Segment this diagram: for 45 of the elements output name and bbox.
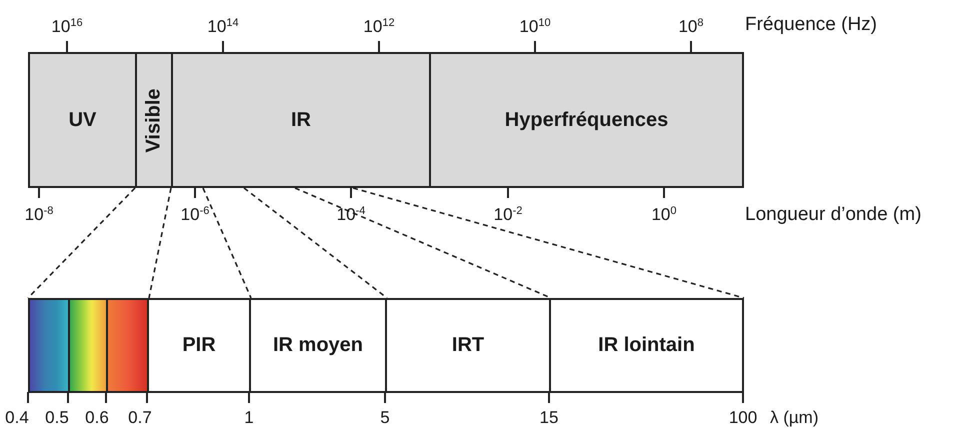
band-label: Hyperfréquences	[504, 108, 668, 132]
spectrum-band	[28, 52, 137, 188]
tick-label: 0.7	[128, 408, 152, 428]
spectrum-band	[429, 52, 744, 188]
tick-label: 10$^{-8}$	[24, 205, 54, 225]
band-label: Visible	[142, 88, 166, 152]
tick-label: 10$^{-4}$	[336, 205, 366, 225]
spectrum-band	[135, 52, 173, 188]
zoom-line	[27, 187, 136, 299]
tick-label: 10$^{0}$	[651, 205, 677, 225]
ir-subband	[147, 298, 251, 393]
axis-title: Fréquence (Hz)	[745, 15, 877, 35]
tick-label: 15	[540, 408, 558, 428]
zoom-line	[202, 188, 252, 298]
band-label: IR	[291, 108, 311, 132]
tick-label: 5	[380, 408, 390, 428]
ir-subband	[385, 298, 551, 393]
band-label: IR lointain	[598, 334, 695, 357]
axis-title: λ (µm)	[770, 408, 819, 428]
tick-label: 10$^{8}$	[678, 17, 704, 37]
tick-label: 10$^{10}$	[519, 17, 551, 37]
tick-label: 10$^{14}$	[207, 17, 239, 37]
tick-label: 100	[728, 408, 758, 428]
tick-label: 10$^{16}$	[51, 17, 83, 37]
tick-label: 0.6	[85, 408, 109, 428]
tick-label: 10$^{12}$	[363, 17, 395, 37]
ir-subband	[549, 298, 744, 393]
color-band	[28, 298, 70, 393]
tick-label: 0.4	[5, 408, 29, 428]
zoom-line	[148, 188, 172, 298]
zoom-line	[352, 187, 744, 299]
axis-title: Longueur d’onde (m)	[745, 205, 922, 225]
band-label: IR moyen	[272, 334, 364, 357]
spectrum-band	[171, 52, 431, 188]
tick-label: 1	[244, 408, 254, 428]
zoom-line	[244, 187, 388, 299]
color-band	[68, 298, 108, 393]
tick-label: 10$^{-2}$	[494, 205, 522, 225]
band-label: IRT	[452, 334, 484, 357]
color-band	[106, 298, 149, 393]
tick-label: 0.5	[45, 408, 69, 428]
ir-subband	[249, 298, 387, 393]
band-label: PIR	[182, 334, 216, 357]
band-label: UV	[68, 108, 96, 132]
tick-label: 10$^{-6}$	[180, 205, 210, 225]
